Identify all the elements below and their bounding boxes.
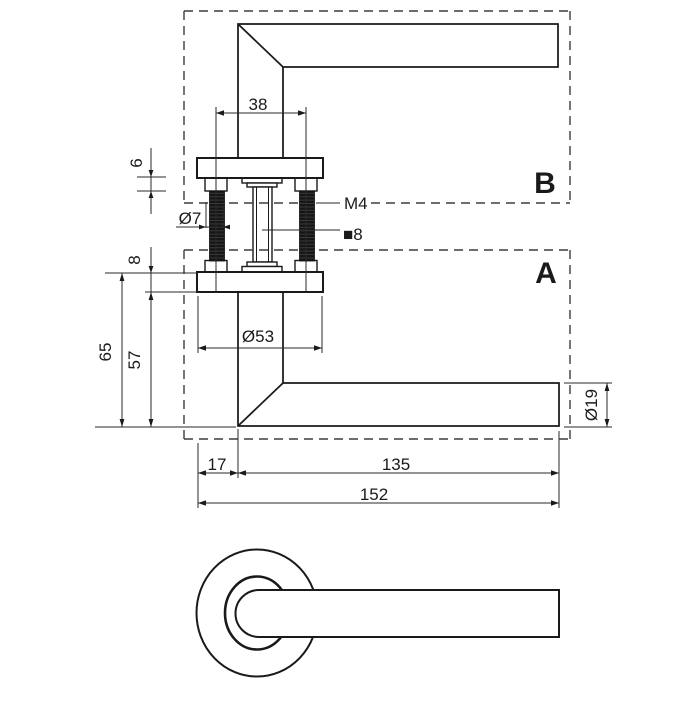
- dim-neck-offset-label: 17: [208, 455, 227, 474]
- dim-spindle-size-label: ■8: [343, 225, 363, 244]
- handle-top-view: [237, 23, 559, 158]
- dimension-lines: [121, 112, 608, 504]
- dashed-frame-b: [183, 10, 571, 204]
- section-b-label: B: [534, 167, 556, 200]
- dim-lever-diameter-label: Ø19: [582, 389, 601, 421]
- dashed-frame-a: [183, 249, 571, 440]
- extension-lines: [95, 107, 612, 508]
- dim-screw-hole-diameter-label: Ø7: [179, 209, 202, 228]
- dim-lever-length-label: 135: [382, 455, 410, 474]
- rose-plates: [196, 157, 324, 293]
- dim-rose-thickness-label: 8: [125, 255, 144, 264]
- dim-total-length-label: 152: [360, 485, 388, 504]
- section-a-label: A: [535, 257, 557, 290]
- dim-thread-size-label: M4: [344, 194, 368, 213]
- dim-total-height-label: 65: [96, 343, 115, 362]
- dimension-arrows: [119, 110, 610, 506]
- dim-screw-head-height-label: 6: [127, 158, 146, 167]
- dim-handle-height-label: 57: [125, 351, 144, 370]
- dim-rose-diameter-label: Ø53: [242, 327, 274, 346]
- lever-grip: [234, 589, 560, 638]
- threaded-screws: [209, 190, 315, 262]
- handle-bottom-view: [237, 292, 560, 427]
- front-view: [195, 548, 560, 678]
- dim-hole-spacing-label: 38: [249, 95, 268, 114]
